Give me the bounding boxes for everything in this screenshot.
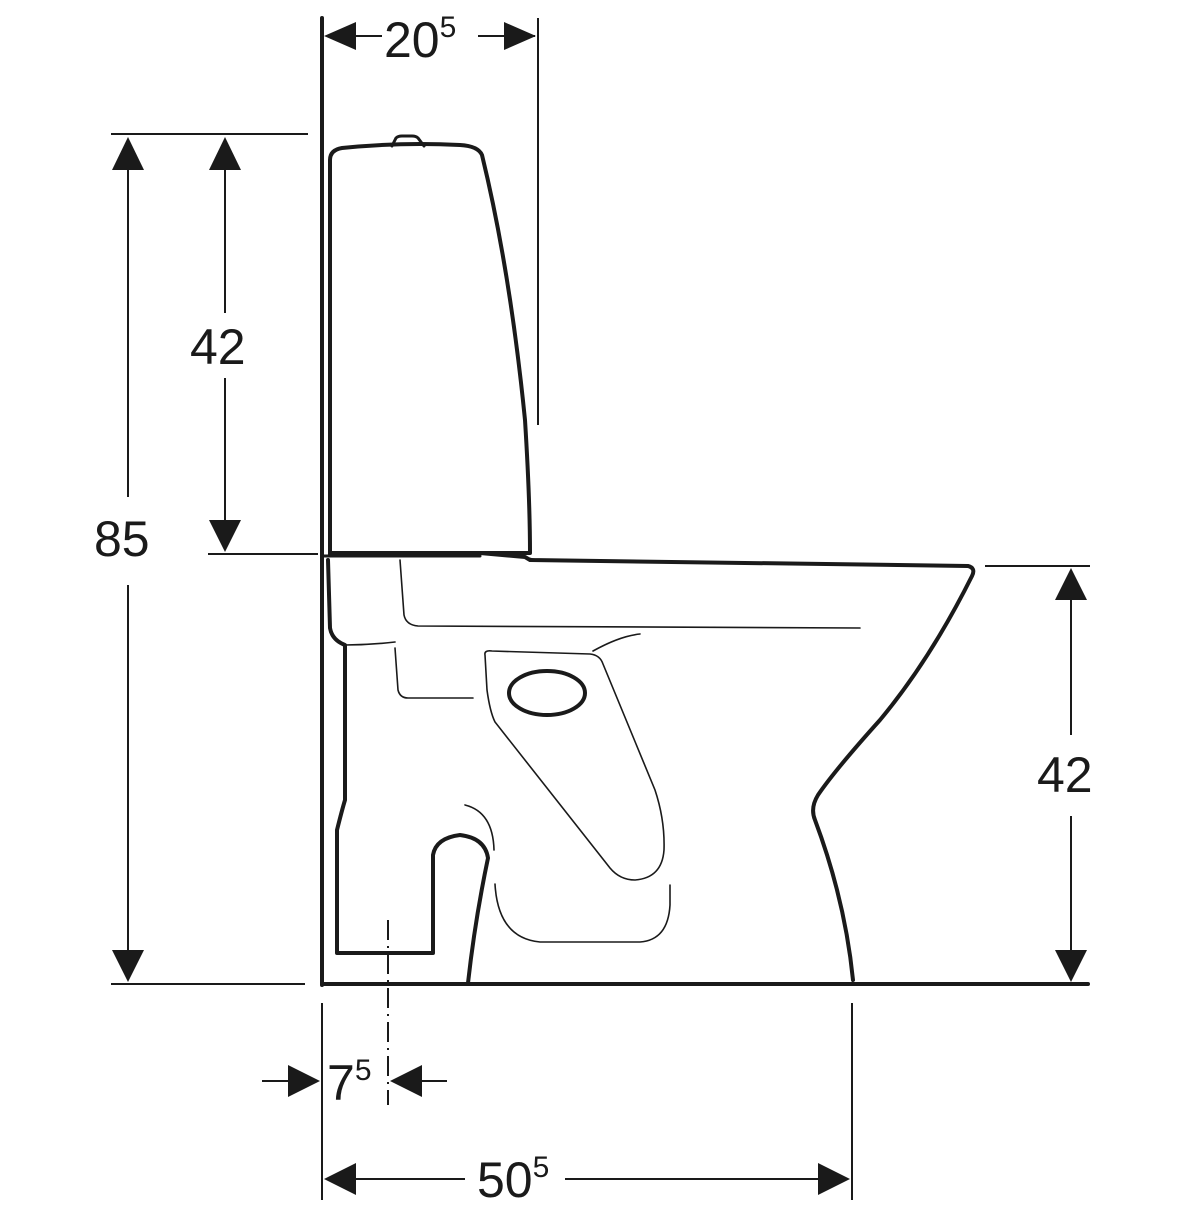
tank-depth-superscript: 5 [439, 11, 457, 44]
dim-tank-height [208, 137, 318, 555]
tank-depth-value: 20 [384, 12, 440, 68]
dim-seat-height [985, 565, 1090, 982]
seat-height-value: 42 [1037, 747, 1093, 803]
dim-tank-depth [324, 18, 539, 425]
dim-total-depth [324, 1003, 853, 1200]
total-depth-superscript: 5 [532, 1151, 550, 1184]
bowl [320, 551, 976, 985]
label-tank-height: 42 [190, 322, 246, 372]
tank-height-value: 42 [190, 319, 246, 375]
label-outlet-offset: 75 [327, 1055, 372, 1111]
label-total-height: 85 [94, 514, 150, 564]
cistern [328, 134, 532, 557]
inlet-hole [507, 669, 587, 717]
outlet-offset-value: 7 [327, 1055, 355, 1111]
label-seat-height: 42 [1037, 750, 1093, 800]
total-depth-value: 50 [477, 1152, 533, 1208]
label-total-depth: 505 [477, 1152, 550, 1208]
internal-contours [344, 554, 861, 943]
dim-outlet-offset [262, 1003, 447, 1200]
outlet-offset-superscript: 5 [354, 1054, 372, 1087]
total-height-value: 85 [94, 511, 150, 567]
dim-total-height [111, 133, 308, 985]
label-tank-depth: 205 [384, 12, 457, 68]
